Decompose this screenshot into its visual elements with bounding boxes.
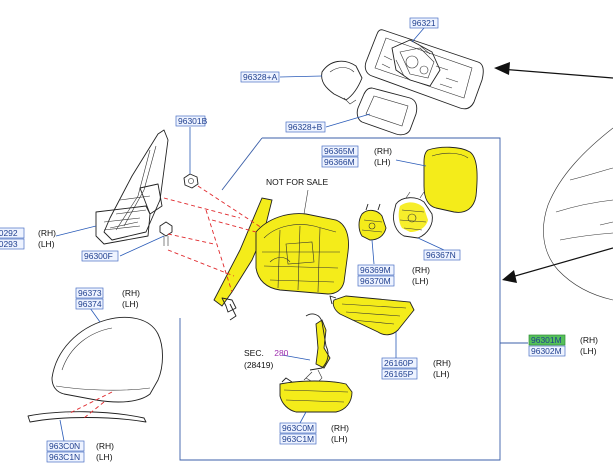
callout-96328B[interactable]: 96328+B bbox=[288, 122, 323, 132]
sec-reference: SEC. 280 bbox=[244, 348, 289, 358]
side-label-96302M: (LH) bbox=[580, 346, 597, 356]
side-label-963C0M: (RH) bbox=[331, 423, 349, 433]
sec-ref-code: (28419) bbox=[244, 360, 273, 370]
callout-963C1N[interactable]: 963C1N bbox=[49, 452, 80, 462]
side-label-80292: (RH) bbox=[38, 228, 56, 238]
nut-96301B bbox=[183, 173, 199, 189]
callout-96300F[interactable]: 96300F bbox=[84, 251, 113, 261]
assembly-frame bbox=[179, 137, 501, 461]
callout-963C1M[interactable]: 963C1M bbox=[282, 434, 314, 444]
not-for-sale-note: NOT FOR SALE bbox=[266, 177, 329, 187]
callout-96302M[interactable]: 96302M bbox=[531, 346, 562, 356]
vehicle-outline bbox=[543, 127, 613, 301]
side-label-80293: (LH) bbox=[38, 239, 55, 249]
side-turn-lamp-26160P bbox=[329, 295, 415, 336]
side-label-963C1N: (LH) bbox=[96, 452, 113, 462]
callout-96301B[interactable]: 96301B bbox=[178, 116, 208, 126]
side-label-96366M: (LH) bbox=[374, 157, 391, 167]
mirror-cover-96373 bbox=[51, 316, 163, 403]
relation-lines bbox=[67, 185, 263, 419]
callout-80292[interactable]: 80292 bbox=[0, 228, 18, 238]
callout-96328A[interactable]: 96328+A bbox=[243, 72, 278, 82]
mirror-motor-96369M bbox=[358, 203, 387, 241]
sec-prefix: SEC. bbox=[244, 348, 264, 358]
mirror-harness-28419 bbox=[303, 313, 331, 385]
side-label-963C1M: (LH) bbox=[331, 434, 348, 444]
arrow-to-inside-mirror bbox=[494, 62, 613, 79]
side-label-96373: (RH) bbox=[122, 288, 140, 298]
mirror-cover-lower bbox=[356, 87, 418, 136]
leader-lines bbox=[55, 27, 445, 442]
sec-number: 280 bbox=[274, 348, 288, 358]
callout-26165P[interactable]: 26165P bbox=[384, 369, 414, 379]
mirror-glass-96365M bbox=[423, 146, 478, 213]
side-label-26165P: (LH) bbox=[433, 369, 450, 379]
callout-26160P[interactable]: 26160P bbox=[384, 358, 414, 368]
inside-mirror-assembly bbox=[364, 29, 484, 110]
callout-80293[interactable]: 80293 bbox=[0, 239, 18, 249]
mirror-cover-upper bbox=[321, 60, 363, 105]
side-label-96369M: (RH) bbox=[412, 265, 430, 275]
callout-963C0N[interactable]: 963C0N bbox=[49, 441, 80, 451]
side-label-96365M: (RH) bbox=[374, 146, 392, 156]
callout-96365M[interactable]: 96365M bbox=[324, 146, 355, 156]
callout-96321[interactable]: 96321 bbox=[412, 18, 436, 28]
corner-garnish-bracket bbox=[95, 129, 169, 245]
side-label-96370M: (LH) bbox=[412, 276, 429, 286]
screw-96300F bbox=[159, 221, 173, 246]
callout-96373[interactable]: 96373 bbox=[78, 288, 102, 298]
side-label-26160P: (RH) bbox=[433, 358, 451, 368]
finisher-strip-963C0N bbox=[27, 411, 147, 423]
mirror-lower-cover-963C0M bbox=[279, 377, 353, 413]
mirror-actuator-96367N bbox=[393, 191, 433, 239]
callout-96367N[interactable]: 96367N bbox=[426, 250, 456, 260]
side-label-96374: (LH) bbox=[122, 299, 139, 309]
arrow-to-outside-mirror bbox=[502, 247, 613, 283]
callout-963C0M[interactable]: 963C0M bbox=[282, 423, 314, 433]
callout-96370M[interactable]: 96370M bbox=[360, 276, 391, 286]
side-label-96301M: (RH) bbox=[580, 335, 598, 345]
callout-96369M[interactable]: 96369M bbox=[360, 265, 391, 275]
callout-96366M[interactable]: 96366M bbox=[324, 157, 355, 167]
callout-96374[interactable]: 96374 bbox=[78, 299, 102, 309]
callout-96301M[interactable]: 96301M bbox=[531, 335, 562, 345]
frame-link-to-door-mirror bbox=[221, 137, 263, 191]
side-label-963C0N: (RH) bbox=[96, 441, 114, 451]
